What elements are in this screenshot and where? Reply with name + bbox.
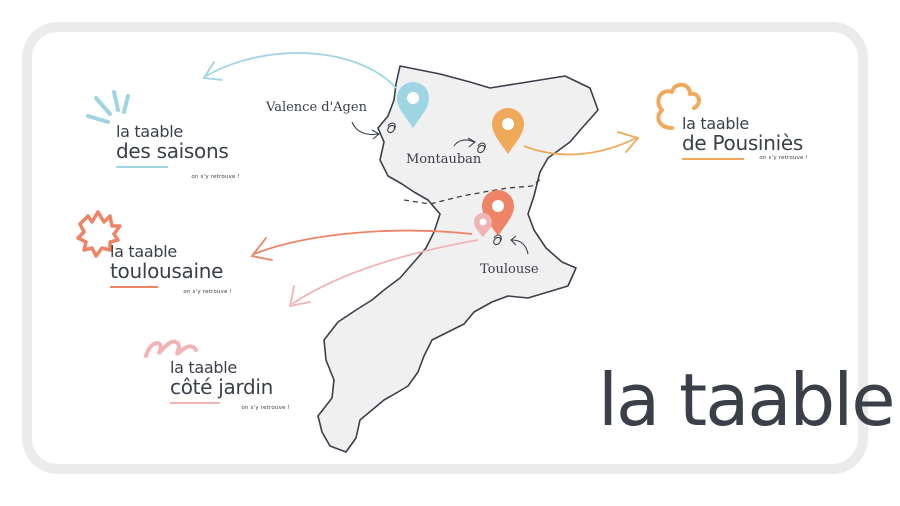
brand-pousinies: la taable de Pousiniès on s'y retrouve ! xyxy=(682,114,808,161)
map-pin-icon xyxy=(492,108,524,154)
map-pin-icon xyxy=(397,82,429,128)
brand-tagline: on s'y retrouve ! xyxy=(759,155,808,161)
brand-underline xyxy=(170,402,220,404)
brand-subtitle: de Pousiniès xyxy=(682,131,803,155)
brand-subtitle: côté jardin xyxy=(170,375,274,399)
arrow-cote-jardin xyxy=(291,239,479,305)
region-shape xyxy=(317,65,599,453)
brand-name: la taable xyxy=(170,358,237,377)
montauban-marker xyxy=(453,137,486,154)
brand-name: la taable xyxy=(116,122,183,141)
brand-subtitle: toulousaine xyxy=(110,259,224,283)
arrow-pousinies-head xyxy=(617,131,640,153)
arrow-des-saisons xyxy=(205,52,397,89)
sunburst-icon xyxy=(86,90,130,124)
arrow-cote-jardin-head xyxy=(288,285,311,308)
arrow-toulousaine xyxy=(253,229,473,255)
brand-underline xyxy=(116,166,168,168)
city-label-toulouse: Toulouse xyxy=(480,262,539,277)
brand-cote-jardin: la taable côté jardin on s'y retrouve ! xyxy=(170,358,290,411)
brand-name: la taable xyxy=(110,242,177,261)
brand-tagline: on s'y retrouve ! xyxy=(191,174,240,180)
maple-leaf-icon xyxy=(76,210,122,258)
valence-marker xyxy=(351,121,396,140)
brand-tagline: on s'y retrouve ! xyxy=(241,405,290,411)
brand-name: la taable xyxy=(682,114,749,133)
brand-toulousaine: la taable toulousaine on s'y retrouve ! xyxy=(110,242,232,295)
brand-underline xyxy=(110,286,158,288)
main-logo: la taable xyxy=(598,358,895,442)
toulouse-marker xyxy=(493,234,529,255)
arrow-pousinies xyxy=(523,137,637,156)
brand-subtitle: des saisons xyxy=(116,139,229,163)
map-pin-icon xyxy=(474,213,492,237)
arrow-des-saisons-head xyxy=(202,61,223,81)
flower-icon xyxy=(656,82,701,130)
loops-icon xyxy=(144,339,198,358)
brand-tagline: on s'y retrouve ! xyxy=(183,289,232,295)
brand-des-saisons: la taable des saisons on s'y retrouve ! xyxy=(116,122,240,180)
brand-underline xyxy=(682,158,744,160)
arrow-toulousaine-head xyxy=(250,237,273,261)
department-boundary xyxy=(403,177,543,205)
city-label-valence: Valence d'Agen xyxy=(266,100,367,115)
city-label-montauban: Montauban xyxy=(406,152,482,167)
